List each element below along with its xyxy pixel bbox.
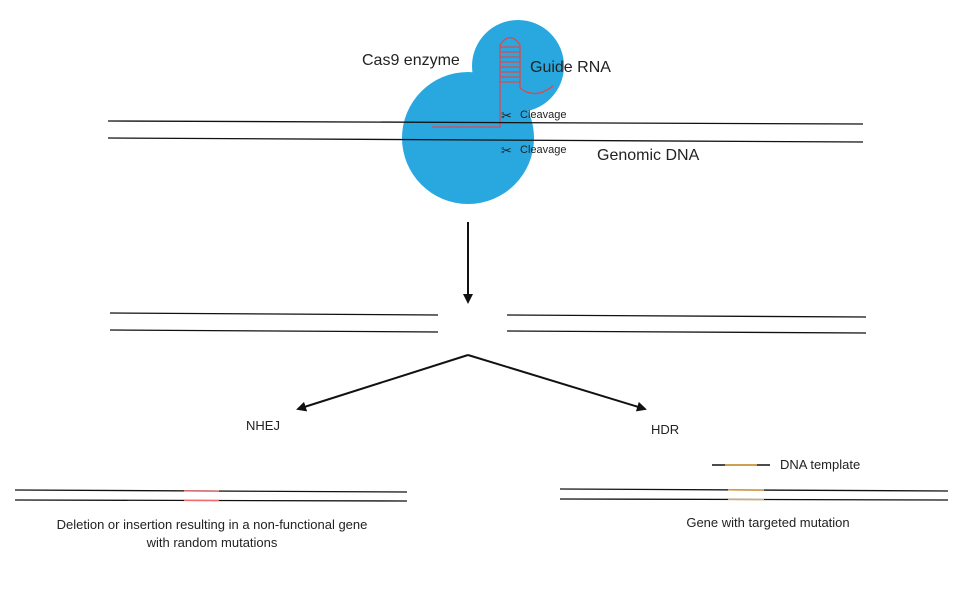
broken-dna — [109, 312, 867, 334]
nhej-result-caption-1: Deletion or insertion resulting in a non… — [57, 517, 368, 532]
nhej-label: NHEJ — [246, 418, 280, 433]
scissors-icon: ✂ — [501, 143, 512, 158]
cleavage-label-top: Cleavage — [520, 109, 566, 121]
nhej-result-dna — [14, 489, 408, 502]
genomic-dna — [107, 120, 864, 143]
dna-template-label: DNA template — [780, 457, 860, 472]
guide-rna-shape — [432, 36, 554, 128]
cleavage-label-bottom: Cleavage — [520, 144, 566, 156]
hdr-result-dna — [559, 488, 949, 501]
hdr-arrow — [467, 354, 647, 412]
cas9-enzyme-shape — [402, 20, 564, 204]
hdr-result-caption: Gene with targeted mutation — [686, 515, 849, 530]
genomic-dna-label: Genomic DNA — [597, 147, 700, 164]
cas9-label: Cas9 enzyme — [362, 52, 460, 69]
hdr-label: HDR — [651, 422, 679, 437]
nhej-arrow — [296, 354, 469, 412]
guide-rna-label: Guide RNA — [530, 59, 611, 76]
scissors-icon: ✂ — [501, 108, 512, 123]
nhej-result-caption-2: with random mutations — [146, 535, 278, 550]
